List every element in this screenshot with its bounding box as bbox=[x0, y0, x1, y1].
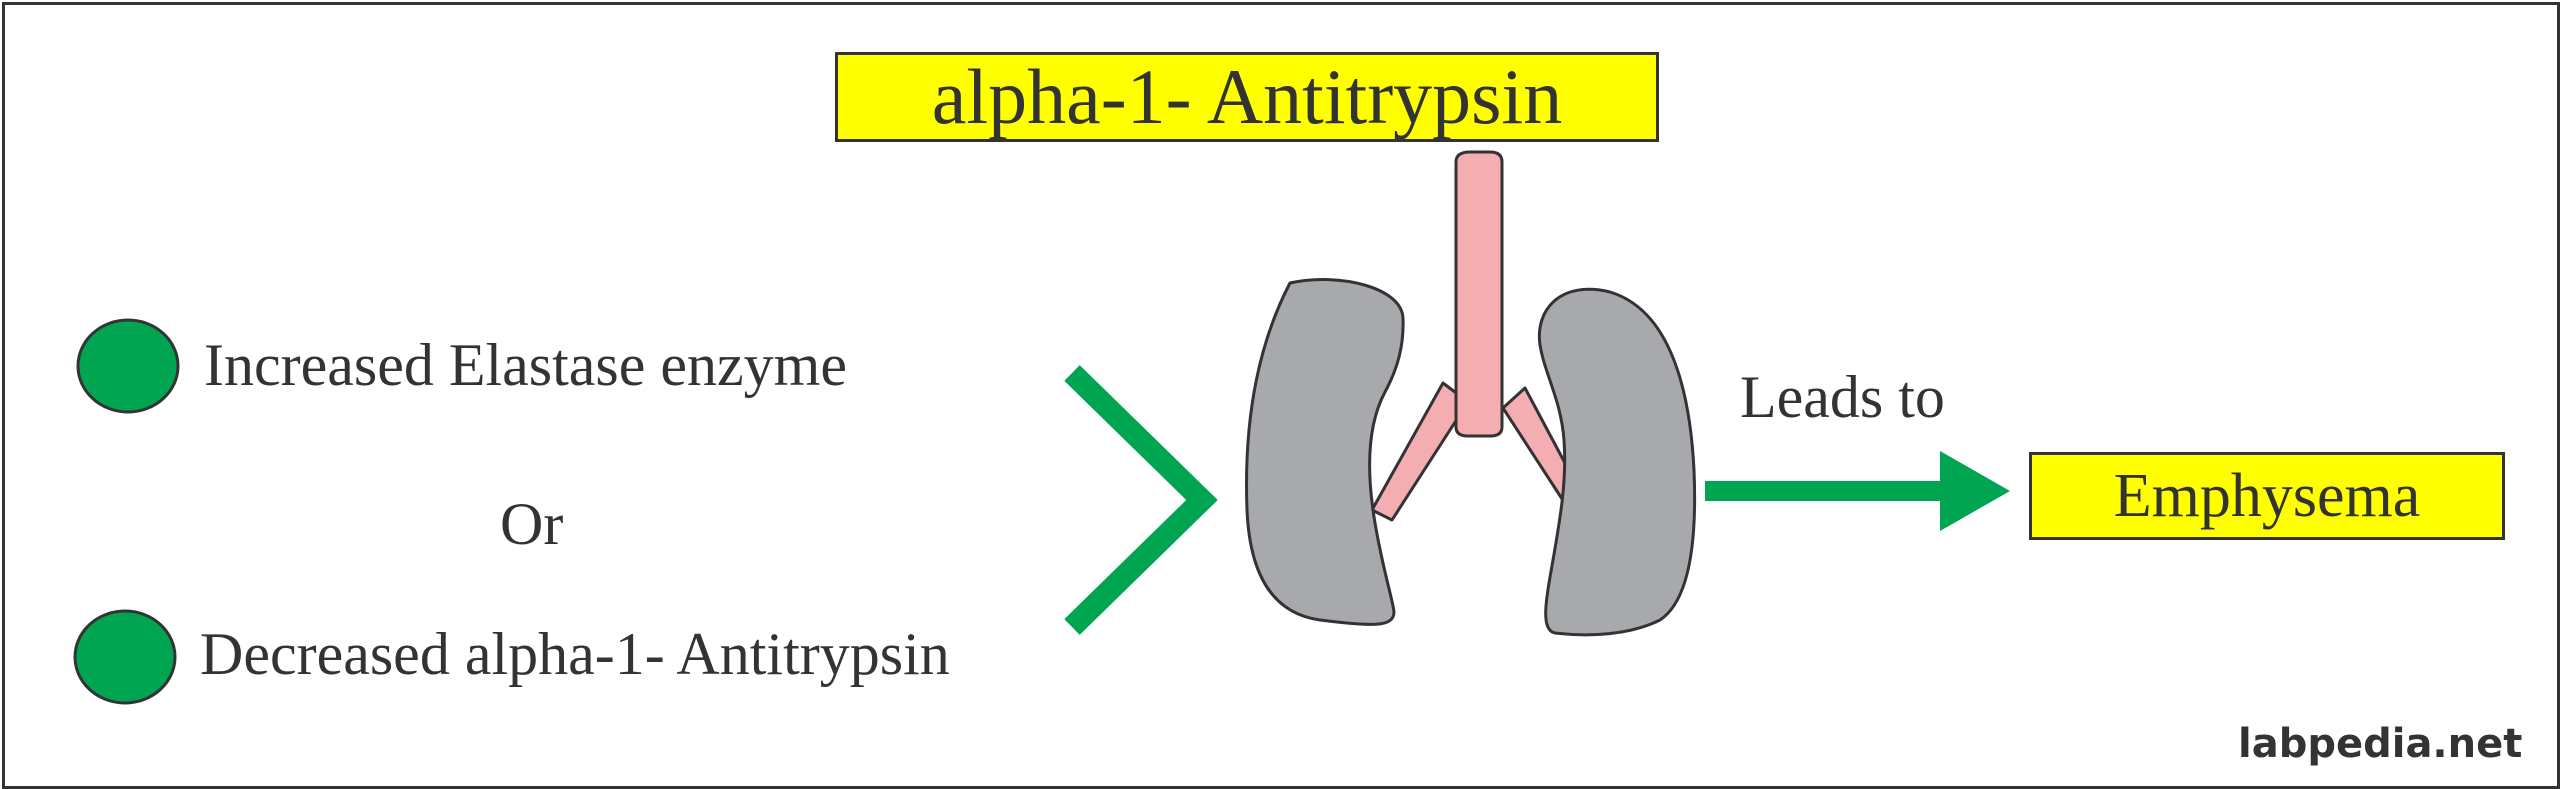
lungs-icon bbox=[1245, 150, 1697, 637]
result-box: Emphysema bbox=[2029, 452, 2505, 540]
bullet-dot-icon bbox=[76, 318, 180, 414]
arrow-label: Leads to bbox=[1740, 364, 1945, 430]
arrow-right-icon bbox=[1705, 451, 2010, 531]
right-lung bbox=[1537, 287, 1697, 637]
chevron-right-icon bbox=[1064, 365, 1218, 635]
or-connector: Or bbox=[500, 491, 564, 557]
title-box: alpha-1- Antitrypsin bbox=[835, 52, 1659, 142]
left-bronchus bbox=[1370, 381, 1470, 522]
cause-decreased-antitrypsin: Decreased alpha-1- Antitrypsin bbox=[200, 621, 950, 687]
bullet-dot-icon bbox=[73, 609, 177, 705]
left-lung bbox=[1245, 278, 1405, 626]
trachea bbox=[1454, 150, 1504, 438]
page-title: alpha-1- Antitrypsin bbox=[931, 53, 1563, 140]
cause-increased-elastase: Increased Elastase enzyme bbox=[204, 332, 847, 398]
watermark: labpedia.net bbox=[2238, 721, 2523, 767]
result-label: Emphysema bbox=[2113, 461, 2421, 530]
